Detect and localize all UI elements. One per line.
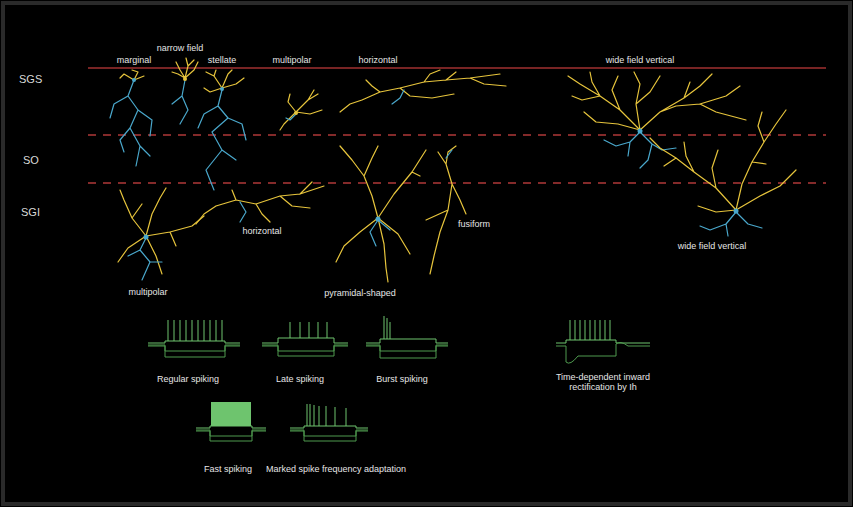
figure-label: wide field vertical <box>605 55 676 65</box>
figure-label: Burst spiking <box>375 374 429 384</box>
figure-label: wide field vertical <box>677 241 748 251</box>
soma-marks <box>132 77 739 240</box>
figure-label: horizontal <box>357 55 398 65</box>
frame <box>3 3 850 504</box>
figure-label: pyramidal-shaped <box>323 288 397 298</box>
layer-boundary <box>88 134 826 136</box>
figure-label: narrow field <box>156 43 205 53</box>
figure-label: stellate <box>207 55 238 65</box>
figure-label: horizontal <box>241 226 282 236</box>
figure-label: marginal <box>116 55 153 65</box>
neurons <box>110 58 796 282</box>
figure-label: Marked spike frequency adaptation <box>265 464 407 474</box>
figure-label: Time-dependent inward rectification by I… <box>543 372 663 393</box>
layer-label: SGS <box>18 73 43 86</box>
figure-label: multipolar <box>127 287 168 297</box>
layer-label: SGI <box>20 206 41 219</box>
figure-label: fusiform <box>457 219 491 229</box>
pia-line <box>88 67 826 69</box>
figure-label: Late spiking <box>275 374 325 384</box>
figure-label: Fast spiking <box>203 464 253 474</box>
layer-label: SO <box>22 154 40 167</box>
figure-label: multipolar <box>271 55 312 65</box>
figure-label: Regular spiking <box>156 374 220 384</box>
